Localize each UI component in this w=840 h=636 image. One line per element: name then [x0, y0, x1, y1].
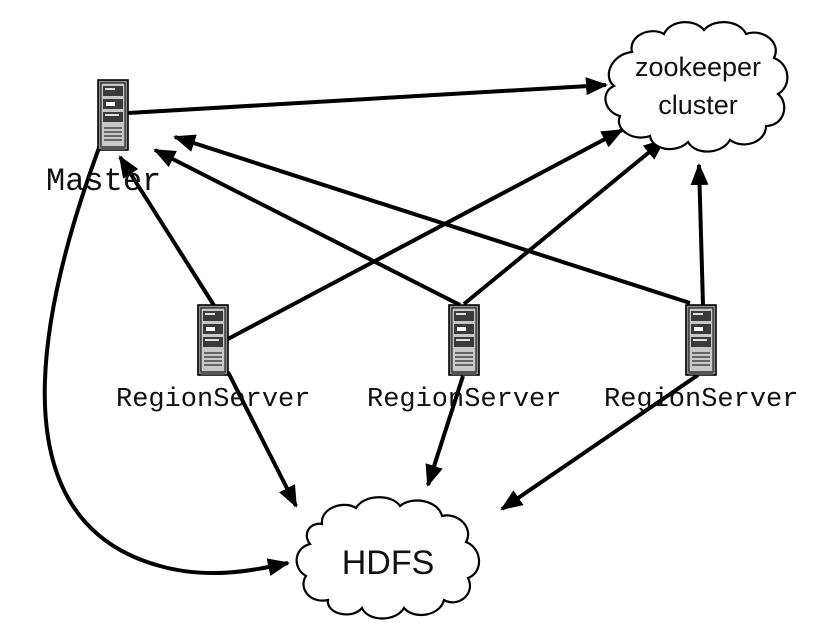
- zookeeper-label-line2: cluster: [658, 90, 738, 120]
- edge-regionserver2-to-master: [153, 148, 461, 307]
- zookeeper-cloud: zookeeper cluster: [604, 21, 789, 153]
- hdfs-cloud: HDFS: [295, 496, 481, 620]
- edge-regionserver2-to-zookeeper: [462, 138, 666, 306]
- edge-regionserver3-to-hdfs: [500, 373, 700, 511]
- edge-regionserver3-to-master: [173, 134, 691, 305]
- edges-group: [42, 77, 709, 576]
- edge-master-to-hdfs: [42, 123, 290, 576]
- master-server-icon: [97, 79, 129, 151]
- edge-master-to-zookeeper: [127, 77, 608, 115]
- regionserver-1-server-icon: [197, 304, 229, 376]
- master-label: Master: [46, 163, 161, 200]
- regionserver-2-label: RegionServer: [367, 385, 561, 415]
- regionserver-node-2: RegionServer: [367, 304, 561, 415]
- regionserver-3-server-icon: [685, 304, 717, 376]
- hdfs-label: HDFS: [342, 544, 435, 582]
- edge-regionserver1-to-hdfs: [226, 371, 298, 508]
- edge-regionserver2-to-hdfs: [425, 375, 465, 487]
- master-node: Master: [46, 79, 161, 200]
- regionserver-node-3: RegionServer: [604, 304, 798, 415]
- edge-regionserver3-to-zookeeper: [690, 163, 709, 306]
- regionserver-2-server-icon: [448, 304, 480, 376]
- zookeeper-label-line1: zookeeper: [635, 52, 761, 82]
- regionserver-3-label: RegionServer: [604, 385, 798, 415]
- edge-regionserver1-to-zookeeper: [225, 128, 624, 342]
- edge-regionserver1-to-master: [118, 155, 217, 309]
- hdfs-cloud-shape: [295, 496, 481, 620]
- regionserver-node-1: RegionServer: [116, 304, 310, 415]
- zookeeper-cloud-shape: [604, 21, 789, 153]
- regionserver-1-label: RegionServer: [116, 385, 310, 415]
